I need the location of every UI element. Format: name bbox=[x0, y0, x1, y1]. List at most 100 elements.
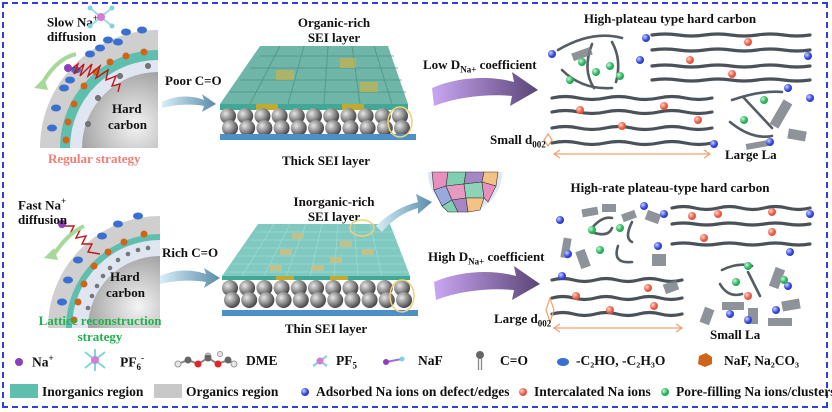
adsorbed-na-ion bbox=[744, 316, 752, 324]
top-sei-title-1: Organic-rich bbox=[297, 15, 371, 30]
intercalated-na-ion bbox=[606, 306, 614, 314]
graphene-cluster bbox=[769, 99, 793, 129]
graphene-layer bbox=[550, 310, 684, 318]
thick-sei-label: Thick SEI layer bbox=[281, 153, 371, 168]
inorganic-sei-layer-illustration bbox=[222, 219, 418, 316]
top-pf6-molecule-icon bbox=[87, 5, 115, 29]
lattice-strategy-label-2: strategy bbox=[77, 329, 123, 344]
substrate-sphere bbox=[290, 120, 307, 136]
pore-filling-na-ion bbox=[578, 58, 586, 66]
d002-marker bbox=[543, 132, 553, 148]
intercalated-na-ion bbox=[744, 292, 752, 300]
substrate-sphere bbox=[392, 108, 408, 124]
graphene-cluster bbox=[768, 318, 792, 326]
lattice-strategy-label-1: Lattice reconstruction bbox=[38, 313, 162, 328]
substrate-sphere bbox=[340, 108, 357, 124]
substrate-sphere bbox=[306, 108, 322, 124]
sei-grain bbox=[481, 181, 497, 203]
pore-filling-na-ion bbox=[592, 68, 600, 76]
curved-graphene-fragment bbox=[556, 34, 624, 52]
legend-adsorbed: Adsorbed Na ions on defect/edges bbox=[316, 384, 510, 399]
bottom-diffusion-label-1: Fast Na+ bbox=[18, 196, 67, 213]
inorganics-swatch bbox=[10, 384, 38, 398]
poor-co-label: Poor C=O bbox=[165, 73, 222, 88]
adsorbed-na-ion bbox=[654, 242, 662, 250]
substrate-sphere bbox=[239, 280, 256, 296]
curved-graphene-fragment bbox=[742, 96, 774, 130]
graphene-layer bbox=[650, 47, 812, 53]
graphene-cluster bbox=[662, 279, 680, 295]
graphene-cluster bbox=[621, 209, 637, 223]
sei-grain bbox=[465, 197, 485, 213]
adsorbed-na-ion bbox=[548, 50, 556, 58]
graphene-cluster bbox=[652, 254, 666, 266]
adsorbed-na-ion bbox=[564, 250, 572, 258]
curved-graphene-fragment bbox=[615, 244, 634, 264]
adsorbed-na-ion bbox=[806, 210, 814, 218]
graphene-cluster bbox=[581, 206, 599, 218]
intercalated-na-ion bbox=[660, 102, 668, 110]
curved-graphene-fragment bbox=[746, 270, 762, 298]
curved-graphene-fragment bbox=[626, 220, 634, 244]
legend-inorganic-salts: NaF, Na₂CO₃ bbox=[724, 353, 800, 368]
graphene-cluster bbox=[699, 306, 715, 326]
graphene-layer bbox=[670, 221, 812, 227]
substrate-sphere bbox=[273, 120, 290, 136]
top-purple-arrow-icon bbox=[432, 72, 538, 106]
intercalated-na-ion bbox=[618, 122, 626, 130]
regular-strategy-label: Regular strategy bbox=[48, 151, 141, 166]
large-la-label: Large La bbox=[725, 147, 777, 162]
adsorbed-na-ion bbox=[556, 216, 564, 224]
adsorbed-ion-legend-icon bbox=[301, 388, 309, 396]
large-d002-label: Large d002 bbox=[494, 311, 552, 329]
pore-filling-na-ion bbox=[744, 262, 752, 270]
substrate-sphere bbox=[359, 120, 376, 136]
graphene-layer bbox=[650, 63, 812, 69]
intercalated-na-ion bbox=[572, 292, 580, 300]
substrate-sphere bbox=[308, 120, 324, 136]
intercalated-na-ion bbox=[768, 228, 776, 236]
graphene-layer bbox=[550, 294, 684, 302]
thin-sei-label: Thin SEI layer bbox=[284, 321, 368, 336]
graphene-cluster bbox=[745, 140, 769, 150]
adsorbed-na-ion bbox=[642, 34, 650, 42]
substrate-sphere bbox=[239, 120, 256, 136]
bottom-transition-arrow-icon bbox=[160, 268, 220, 288]
dme-legend-icon bbox=[174, 351, 238, 368]
legend-pf5: PF5 bbox=[336, 353, 357, 371]
top-diffusion-label-2: diffusion bbox=[47, 29, 97, 44]
intercalated-na-ion bbox=[650, 302, 658, 310]
top-hard-carbon-label-1: Hard bbox=[112, 101, 142, 116]
intercalated-na-ion bbox=[744, 38, 752, 46]
figure-frame bbox=[2, 2, 828, 408]
pf5-legend-icon bbox=[312, 355, 328, 367]
naf-legend-icon bbox=[383, 356, 405, 365]
pore-filling-na-ion bbox=[740, 116, 748, 124]
graphene-cluster bbox=[768, 266, 786, 290]
legend-co: C=O bbox=[500, 353, 528, 368]
pore-filling-na-ion bbox=[616, 72, 624, 80]
regular-particle-diagram bbox=[40, 26, 158, 148]
high-rate-plateau-title: High-rate plateau-type hard carbon bbox=[570, 180, 770, 195]
adsorbed-na-ion bbox=[726, 310, 734, 318]
bottom-hard-carbon-label-1: Hard bbox=[110, 269, 140, 284]
adsorbed-na-ion bbox=[786, 248, 794, 256]
inorganic-salt-legend-icon bbox=[698, 353, 712, 367]
substrate-sphere bbox=[357, 108, 374, 124]
pore-filling-na-ion bbox=[596, 246, 604, 254]
adsorbed-na-ion bbox=[710, 140, 718, 148]
adsorbed-na-ion bbox=[772, 306, 780, 314]
organic-group-legend-icon bbox=[557, 358, 569, 366]
curved-graphene-fragment bbox=[586, 42, 596, 90]
bottom-diffusion-label-2: diffusion bbox=[18, 212, 68, 227]
substrate-sphere bbox=[273, 280, 290, 296]
bottom-purple-arrow-icon bbox=[434, 266, 540, 300]
zoom-in-arrow-icon bbox=[376, 194, 432, 232]
co-legend-icon bbox=[476, 351, 484, 370]
high-rate-carbon-illustration bbox=[545, 202, 814, 333]
adsorbed-na-ion bbox=[660, 210, 668, 218]
top-sei-title-2: SEI layer bbox=[307, 30, 361, 45]
substrate-sphere bbox=[323, 108, 340, 124]
substrate-sphere bbox=[359, 280, 376, 296]
substrate-sphere bbox=[374, 108, 391, 124]
